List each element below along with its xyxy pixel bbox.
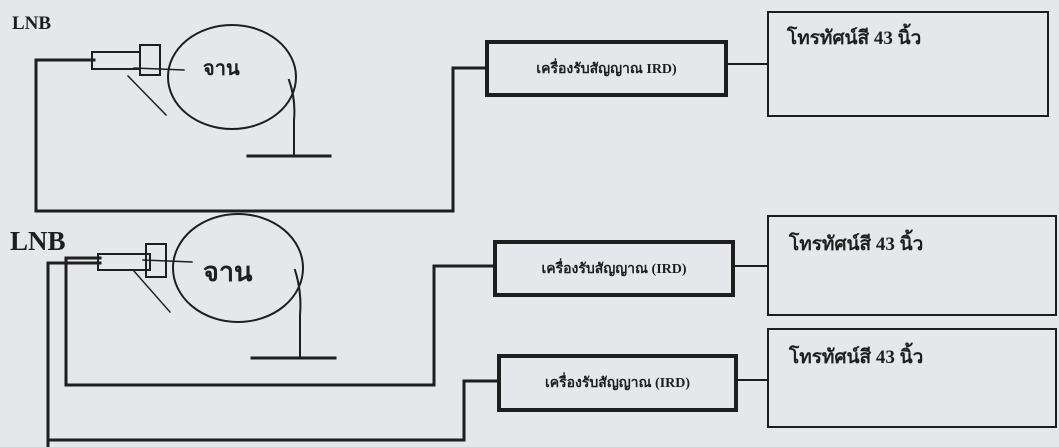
- cable-lnb-to-receiver-3: [46, 261, 102, 447]
- dish-label: จาน: [203, 58, 240, 80]
- lnb-body: [139, 44, 161, 76]
- lnb-feedhorn: [91, 51, 141, 70]
- lnb-support-arm: [131, 268, 172, 314]
- tv-box: โทรทัศน์สี 43 นิ้ว: [767, 11, 1049, 117]
- dish-assembly-1: [91, 24, 332, 158]
- dish-label: จาน: [203, 257, 253, 287]
- dish-stand: [293, 268, 302, 358]
- lnb-body: [145, 243, 167, 278]
- lnb-label: LNB: [10, 226, 66, 256]
- lnb-feed-arm: [142, 259, 193, 263]
- dish-stand: [287, 78, 296, 156]
- tv-box: โทรทัศน์สี 43 นิ้ว: [767, 215, 1057, 316]
- lnb-label: LNB: [12, 13, 52, 34]
- cable-lnb-to-receiver-2: [64, 256, 495, 387]
- dish-reflector: [167, 24, 297, 130]
- cable-lnb-to-receiver-1: [34, 58, 489, 213]
- dish-reflector: [172, 213, 304, 323]
- lnb-feedhorn: [97, 253, 151, 271]
- lnb-support-arm: [126, 74, 168, 117]
- tv-box: โทรทัศน์สี 43 นิ้ว: [767, 328, 1057, 428]
- cable-branch-to-receiver-3: [46, 379, 499, 442]
- receiver-box: เครื่องรับสัญญาณ IRD): [485, 40, 728, 97]
- dish-assembly-2: [97, 213, 337, 360]
- receiver-box: เครื่องรับสัญญาณ (IRD): [493, 240, 735, 297]
- receiver-box: เครื่องรับสัญญาณ (IRD): [497, 354, 738, 412]
